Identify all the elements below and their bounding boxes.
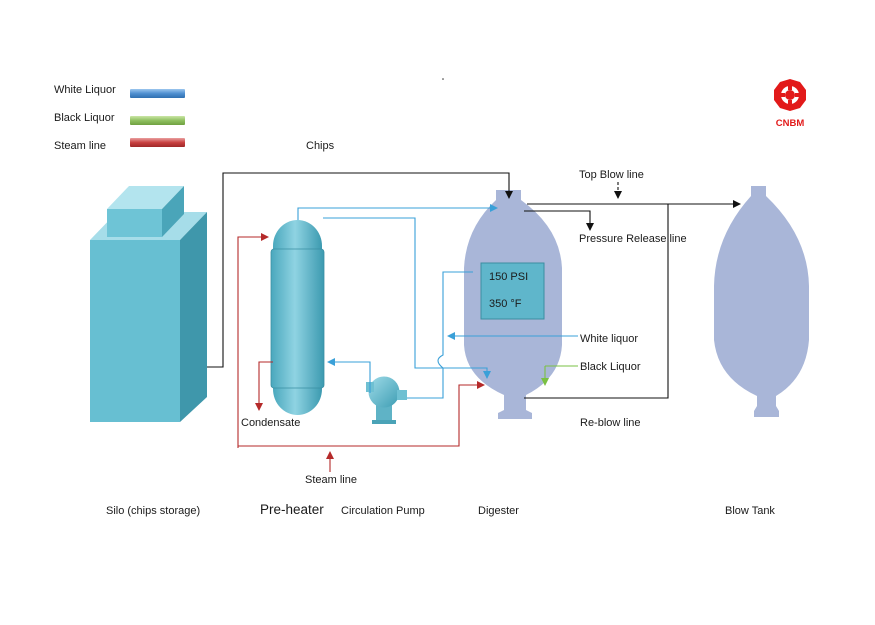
pressure-release-line [524, 210, 594, 231]
steam-line-label: Steam line [305, 474, 357, 486]
re-blow-line [524, 204, 669, 399]
pre-heater [270, 220, 325, 415]
condensate-line [255, 361, 273, 411]
legend-black-liquor-label: Black Liquor [54, 112, 115, 124]
preheater-to-digester-line [297, 204, 498, 220]
blow-tank-caption: Blow Tank [725, 505, 775, 517]
pressure-release-line-label: Pressure Release line [579, 233, 687, 245]
chips-label: Chips [306, 140, 335, 152]
digester-extraction-line [407, 271, 473, 399]
white-liquor-line-label: White liquor [580, 333, 638, 345]
legend-steam-line-label: Steam line [54, 140, 106, 152]
cnbm-logo-icon [774, 79, 806, 111]
cnbm-logo: CNBM [774, 79, 806, 129]
legend-black-liquor-swatch [130, 116, 185, 125]
steam-to-preheater-line [237, 233, 269, 448]
pump-to-preheater-line [327, 358, 371, 393]
pre-heater-caption: Pre-heater [260, 502, 324, 517]
digester-caption: Digester [478, 505, 519, 517]
silo-caption: Silo (chips storage) [106, 505, 200, 517]
legend-steam-line-swatch [130, 138, 185, 147]
blow-tank [714, 186, 809, 417]
black-liquor-line-label: Black Liquor [580, 361, 641, 373]
silo [90, 186, 207, 422]
stray-dot [442, 78, 444, 80]
legend-white-liquor-swatch [130, 89, 185, 98]
digester-gauge-panel: 150 PSI 350 °F [480, 262, 545, 320]
preheater-outlet-to-digester-bottom-line [323, 217, 491, 379]
digester-pressure-value: 150 PSI [489, 271, 528, 283]
cnbm-logo-text: CNBM [776, 118, 805, 129]
circulation-pump [366, 376, 407, 424]
chips-feed-line [207, 172, 513, 368]
digester-temperature-value: 350 °F [489, 298, 522, 310]
condensate-label: Condensate [241, 417, 300, 429]
legend: White Liquor Black Liquor Steam line [54, 84, 185, 152]
top-blow-line-label: Top Blow line [579, 169, 644, 181]
re-blow-line-label: Re-blow line [580, 417, 641, 429]
circulation-pump-caption: Circulation Pump [341, 505, 425, 517]
legend-white-liquor-label: White Liquor [54, 84, 116, 96]
steam-to-digester-line [238, 381, 485, 447]
